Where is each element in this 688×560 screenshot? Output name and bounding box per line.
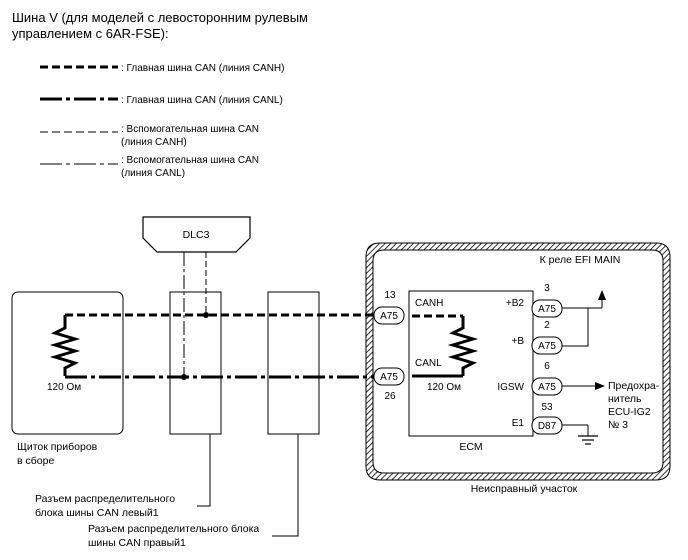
left-resistor-label: 120 Ом: [47, 382, 81, 393]
connector-e1: D87 53: [531, 402, 563, 435]
legend-sub-canl-label: : Вспомогательная шина CAN: [121, 155, 259, 166]
dlc3-connector: DLC3: [142, 216, 251, 253]
junction-right-label-2: шины CAN правый1: [88, 537, 186, 549]
pin-igsw-label: IGSW: [497, 382, 524, 393]
legend-sub-canh-label-2: (линия CANH): [121, 137, 187, 148]
connector-b2: A75 3: [531, 283, 563, 318]
connector-igsw: A75 6: [531, 361, 563, 396]
junction-right-box: [267, 291, 320, 435]
ecm-terminating-resistor: [447, 316, 479, 376]
connector-canh: A75 13: [373, 290, 405, 325]
left-terminating-resistor: [49, 315, 81, 376]
legend: : Главная шина CAN (линия CANH) : Главна…: [40, 63, 284, 179]
legend-main-canl-label: : Главная шина CAN (линия CANL): [121, 95, 283, 106]
junction-right-leader: [272, 434, 299, 537]
instrument-cluster-label-1: Щиток приборов: [17, 441, 98, 453]
connector-b2-pin: 3: [544, 283, 550, 294]
connector-b: A75 2: [531, 320, 563, 355]
connector-b-id: A75: [538, 341, 556, 352]
ecm-label: ECM: [459, 441, 482, 453]
pin-b-label: +B: [511, 336, 524, 347]
junction-left-leader: [197, 434, 211, 507]
fault-area-label: Неисправный участок: [471, 483, 578, 495]
connector-igsw-id: A75: [538, 382, 556, 393]
connector-e1-id: D87: [538, 421, 557, 432]
ground-icon: [562, 424, 598, 445]
fault-area: К реле EFI MAIN Неисправный участок: [365, 242, 671, 495]
legend-sub-canl-label-2: (линия CANL): [121, 168, 185, 179]
fault-area-border: [365, 242, 671, 481]
efi-main-arrow: [598, 290, 606, 300]
instrument-cluster-label-2: в сборе: [17, 455, 54, 467]
connector-canh-pin: 13: [384, 290, 396, 301]
connector-igsw-pin: 6: [544, 361, 550, 372]
connector-canl: A75 26: [373, 367, 405, 402]
pin-e1-label: E1: [512, 418, 525, 429]
fault-area-label-bg: [528, 252, 632, 266]
legend-main-canh-label: : Главная шина CAN (линия CANH): [121, 63, 284, 74]
legend-sub-canh-label: : Вспомогательная шина CAN: [121, 124, 259, 135]
pin-canl-label: CANL: [415, 358, 442, 369]
pin-b2-label: +B2: [506, 298, 525, 309]
fuse-label-3: ECU-IG2: [608, 406, 651, 418]
fuse-label-4: № 3: [608, 419, 628, 431]
fuse-label-2: нитель: [608, 393, 642, 405]
connector-b-pin: 2: [544, 320, 550, 331]
power-b-wire: [562, 307, 589, 347]
fuse-label-1: Предохра-: [608, 380, 660, 392]
connector-e1-pin: 53: [541, 402, 553, 413]
dlc3-label: DLC3: [183, 229, 210, 241]
connector-canl-pin: 26: [384, 391, 396, 402]
instrument-cluster-box: [11, 291, 124, 435]
junction-left-box: [169, 291, 222, 435]
junction-left-label-1: Разъем распределительного: [35, 493, 175, 505]
junction-left-label-2: блока шины CAN левый1: [35, 507, 159, 519]
efi-main-label: К реле EFI MAIN: [540, 254, 621, 266]
canl-junction-dot: [181, 374, 187, 380]
connector-canl-id: A75: [380, 372, 398, 383]
diagram-title-line2: управлением с 6AR-FSE):: [12, 26, 169, 41]
fuse-arrow: [595, 382, 605, 390]
ecm-resistor-label: 120 Ом: [427, 382, 461, 393]
instrument-cluster: 120 Ом Щиток приборов в сборе: [11, 291, 124, 467]
diagram-title-line1: Шина V (для моделей с левосторонним руле…: [12, 10, 308, 25]
canh-junction-dot: [203, 312, 209, 318]
connector-canh-id: A75: [380, 311, 398, 322]
connector-b2-id: A75: [538, 304, 556, 315]
junction-right-label-1: Разъем распределительного блока: [88, 523, 259, 535]
pin-canh-label: CANH: [415, 298, 443, 309]
